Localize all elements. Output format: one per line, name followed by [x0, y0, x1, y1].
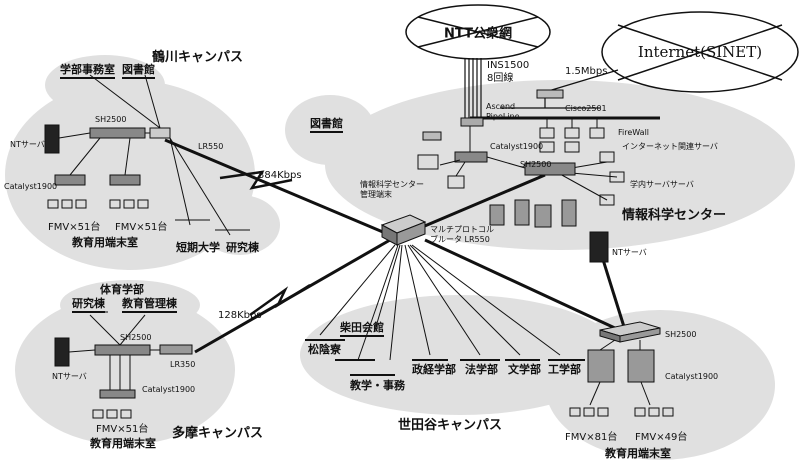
link-tsurukawa [164, 138, 391, 237]
tama-campus-title: 多摩キャンパス [172, 426, 264, 441]
setagaya-politics: 政経学部 [412, 363, 456, 376]
link-ntserver [598, 249, 627, 331]
setagaya-terminal-room: 教育用端末室 [605, 447, 671, 460]
tama-terminal-room: 教育用端末室 [90, 437, 156, 450]
setagaya-shibata: 柴田会館 [340, 322, 384, 337]
ascend-label: Ascend PipeLine [486, 102, 520, 121]
mgmt-terminal-label: 情報科学センター 管理端末 [360, 180, 424, 199]
cisco-label: Cisco2501 [565, 104, 607, 113]
tama-switch: SH2500 [120, 333, 152, 342]
center-switch: SH2500 [520, 160, 552, 169]
tsurukawa-office: 学部事務室 [60, 64, 115, 79]
setagaya-fmv-right: FMV×49台 [635, 432, 688, 443]
setagaya-fmv-left: FMV×81台 [565, 432, 618, 443]
setagaya-shoin: 松陰寮 [308, 343, 341, 356]
multi-router-icon [380, 214, 427, 246]
tama-fmv: FMV×51台 [96, 424, 149, 435]
setagaya-letters: 文学部 [508, 363, 541, 376]
tama-cloud [15, 280, 235, 445]
center-library: 図書館 [310, 118, 343, 133]
tsurukawa-fmv-left: FMV×51台 [48, 222, 101, 233]
tsurukawa-catalyst: Catalyst1900 [4, 182, 58, 191]
setagaya-engineering: 工学部 [548, 363, 581, 376]
tsurukawa-nt-server: NTサーバ [10, 140, 45, 149]
ntt-label: NTT公衆網 [444, 26, 512, 42]
center-catalyst: Catalyst1900 [490, 142, 544, 151]
tama-nt-server: NTサーバ [52, 372, 87, 381]
tsurukawa-fmv-right: FMV×51台 [115, 222, 168, 233]
setagaya-edu-office: 教学・事務 [350, 379, 405, 392]
internet-cloud [601, 11, 799, 93]
tama-edu-building: 教育管理棟 [122, 298, 177, 313]
link-center [419, 173, 546, 230]
tsurukawa-cloud [5, 55, 280, 270]
tsurukawa-library: 図書館 [122, 64, 155, 79]
ntt-cloud [405, 4, 551, 60]
tama-faculty: 体育学部 [100, 283, 144, 296]
tama-catalyst: Catalyst1900 [142, 385, 196, 394]
setagaya-cloud [300, 295, 775, 460]
setagaya-catalyst: Catalyst1900 [665, 372, 719, 381]
ins-label: INS1500 [487, 60, 530, 71]
tsurukawa-router: LR550 [198, 142, 224, 151]
setagaya-switch: SH2500 [665, 330, 697, 339]
campus-server-label: 学内サーバサーバ [630, 180, 694, 189]
tama-router: LR350 [170, 360, 196, 369]
tsurukawa-junior-college: 短期大学 [176, 241, 220, 254]
internet-label: Internet(SINET) [637, 43, 763, 61]
inet-server-label: インターネット関連サーバ [622, 142, 718, 151]
setagaya-law: 法学部 [465, 363, 498, 376]
ins-lines-label: 8回線 [487, 73, 514, 84]
tsurukawa-terminal-room: 教育用端末室 [72, 236, 138, 249]
tama-link-speed: 128Kbps [218, 310, 262, 321]
multi-router-label: マルチプロトコル ブルータ LR550 [430, 225, 494, 244]
tsurukawa-link-speed: 384Kbps [258, 170, 302, 181]
tama-research: 研究棟 [72, 298, 105, 313]
link-setagaya [424, 238, 631, 337]
setagaya-campus-title: 世田谷キャンパス [398, 418, 503, 433]
internet-link-speed: 1.5Mbps [565, 66, 608, 77]
center-nt-server: NTサーバ [612, 248, 647, 257]
firewall-label: FireWall [618, 128, 650, 137]
tsurukawa-switch: SH2500 [95, 115, 127, 124]
tsurukawa-campus-title: 鶴川キャンパス [152, 50, 244, 65]
tsurukawa-research: 研究棟 [226, 241, 259, 254]
center-title: 情報科学センター [622, 208, 727, 223]
